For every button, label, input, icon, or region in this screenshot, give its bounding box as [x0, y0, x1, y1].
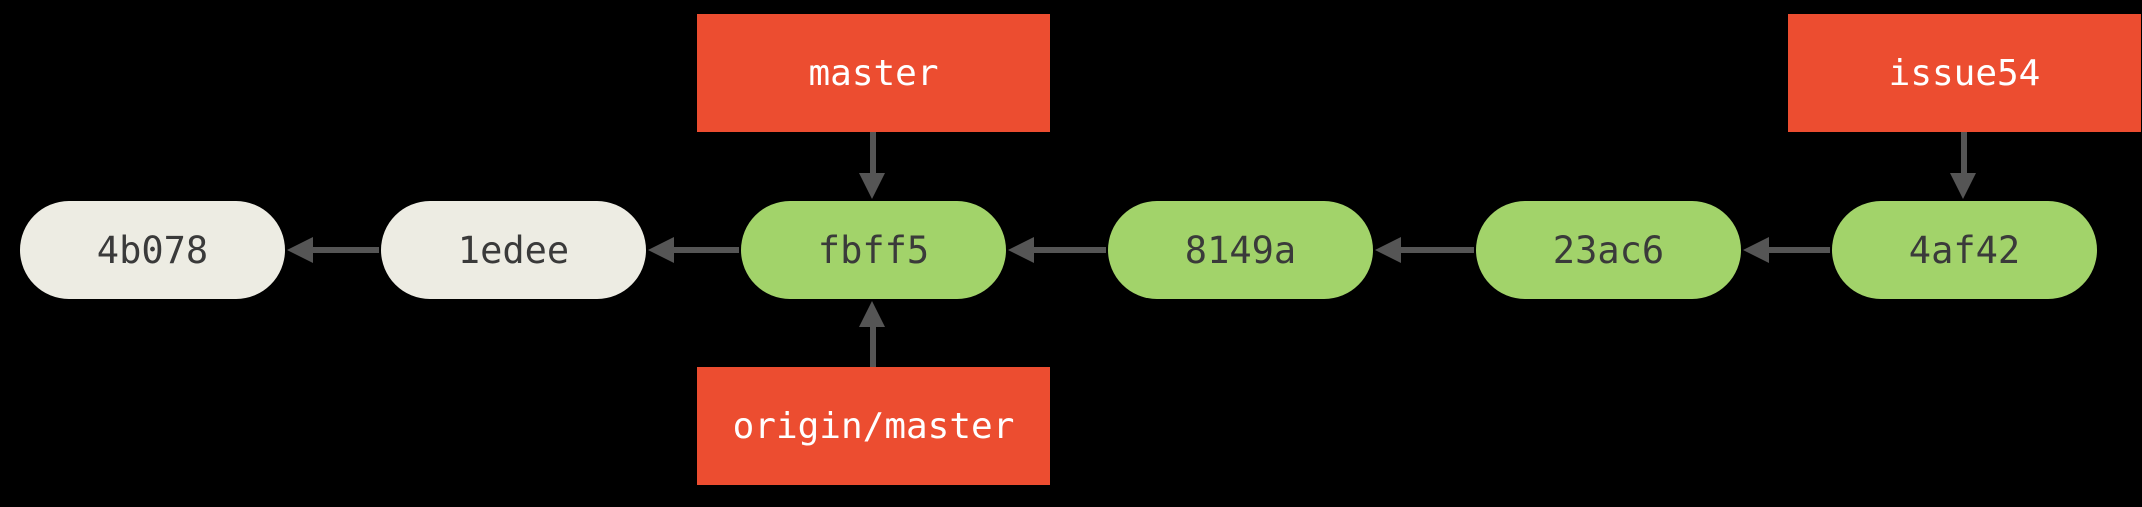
arrow-origin-master-to-fbff5-line	[870, 325, 876, 367]
arrow-4af42-to-23ac6-head	[1743, 237, 1769, 263]
commit-node-1edee: 1edee	[381, 201, 646, 299]
arrow-4af42-to-23ac6-line	[1769, 247, 1830, 253]
arrow-issue54-to-4af42-line	[1961, 132, 1967, 177]
arrow-23ac6-to-8149a-head	[1375, 237, 1401, 263]
commit-node-23ac6: 23ac6	[1476, 201, 1741, 299]
arrow-fbff5-to-1edee-line	[674, 247, 739, 253]
arrow-master-to-fbff5-line	[870, 132, 876, 177]
arrow-origin-master-to-fbff5-head	[859, 301, 885, 327]
branch-label-issue54-text: issue54	[1888, 52, 2041, 94]
commit-id: 1edee	[457, 228, 570, 272]
arrow-master-to-fbff5-head	[859, 173, 885, 199]
commit-node-8149a: 8149a	[1108, 201, 1373, 299]
arrow-1edee-to-4b078-line	[313, 247, 379, 253]
commit-id: 4af42	[1908, 228, 2021, 272]
arrow-8149a-to-fbff5-line	[1034, 247, 1106, 253]
branch-label-master-text: master	[808, 52, 939, 94]
branch-label-origin-master-text: origin/master	[732, 405, 1015, 447]
arrow-8149a-to-fbff5-head	[1008, 237, 1034, 263]
arrow-issue54-to-4af42-head	[1950, 173, 1976, 199]
branch-label-master: master	[697, 14, 1050, 132]
commit-id: 8149a	[1184, 228, 1297, 272]
commit-node-fbff5: fbff5	[741, 201, 1006, 299]
arrow-23ac6-to-8149a-line	[1401, 247, 1474, 253]
branch-label-issue54: issue54	[1788, 14, 2141, 132]
commit-node-4b078: 4b078	[20, 201, 285, 299]
arrow-fbff5-to-1edee-head	[648, 237, 674, 263]
commit-node-4af42: 4af42	[1832, 201, 2097, 299]
commit-id: fbff5	[817, 228, 930, 272]
arrow-1edee-to-4b078-head	[287, 237, 313, 263]
branch-label-origin-master: origin/master	[697, 367, 1050, 485]
commit-id: 23ac6	[1552, 228, 1665, 272]
commit-id: 4b078	[96, 228, 209, 272]
